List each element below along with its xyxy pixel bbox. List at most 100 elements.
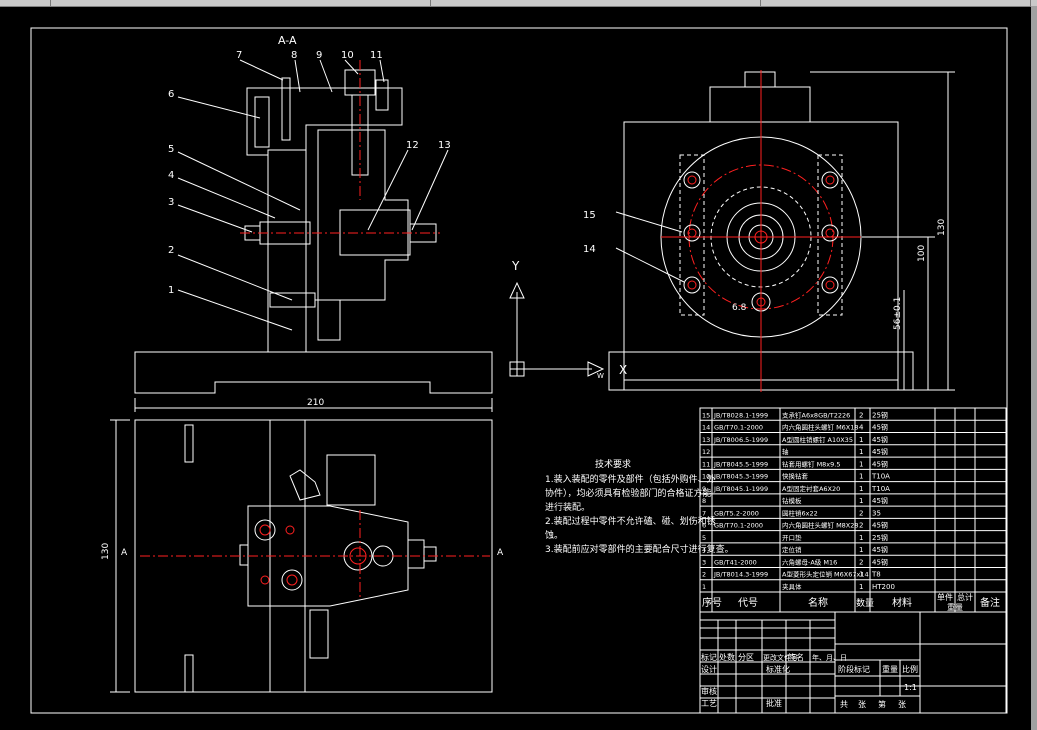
toolbar-segment[interactable] <box>50 0 431 6</box>
bom-row-material: 25钢 <box>872 410 888 419</box>
dim-front-inner: 56±0.1 <box>893 297 903 330</box>
tb-zone: 分区 <box>738 653 754 662</box>
bom-row-name: 定位销 <box>782 545 802 554</box>
bom-header-code: 代号 <box>738 597 758 609</box>
bom-row-material: 45钢 <box>872 435 888 444</box>
bom-row-material: 35 <box>872 509 881 517</box>
callout-15: 15 <box>583 210 596 221</box>
bom-row-qty: 2 <box>859 411 863 419</box>
bom-row-name: 夹具体 <box>782 582 802 591</box>
callout-9: 9 <box>316 50 322 61</box>
title-block: 标记 处数 分区 更改文件号 签名 年、月、日 设计 标准化 阶段标记 重量 比… <box>700 612 1006 713</box>
front-view: 15 14 6.8 130 100 56±0.1 <box>583 70 955 392</box>
bom-row-no: 1 <box>702 583 706 591</box>
callout-13: 13 <box>438 140 451 151</box>
bom-row-material: 45钢 <box>872 545 888 554</box>
drill-plate-plan <box>247 505 409 607</box>
bom-row-material: 45钢 <box>872 557 888 566</box>
tb-stage: 阶段标记 <box>838 664 870 674</box>
technical-notes: 技术要求 1.装入装配的零件及部件（包括外购件、外 协件），均必须具有检验部门的… <box>545 458 734 555</box>
plan-view: A A 130 <box>101 419 504 693</box>
column <box>267 149 307 353</box>
tb-sheet: 张 <box>858 700 866 709</box>
bom-header-mat: 材料 <box>892 596 912 609</box>
bom-row-name: 内六角圆柱头螺钉 M8X28 <box>782 521 859 530</box>
bom-row-code: JB/T8028.1-1999 <box>713 411 768 419</box>
bom-row-code: GB/T41-2000 <box>714 558 757 566</box>
notes-line: 协件），均必须具有检验部门的合格证方能 <box>545 487 712 499</box>
bom-row-no: 8 <box>702 497 706 505</box>
bom-row-material: T10A <box>871 473 890 481</box>
bom-row-material: 45钢 <box>872 459 888 468</box>
bom-row-material: T10A <box>871 485 890 493</box>
tb-sign: 签名 <box>788 652 804 662</box>
bom-row-no: 7 <box>702 509 706 517</box>
dim-plan-height: 130 <box>101 543 111 560</box>
drill-plate <box>246 87 403 156</box>
bom-row-code: JB/T8006.5-1999 <box>713 436 768 444</box>
section-label: A-A <box>278 34 297 47</box>
tb-scale: 比例 <box>902 664 918 674</box>
screw-11 <box>375 79 389 111</box>
bom-row-name: A型菱形头定位销 M6X67x14 <box>782 570 869 579</box>
bom-row-code: JB/T8045.5-1999 <box>713 460 768 468</box>
callout-1: 1 <box>168 285 174 296</box>
tb-scale-value: 1:1 <box>904 683 917 692</box>
bom-row-qty: 1 <box>859 534 863 542</box>
ucs-icon: Y X W <box>509 259 627 380</box>
bom-row-name: 钻套用螺钉 M8x9.5 <box>782 459 841 468</box>
bom-row-qty: 1 <box>859 460 863 468</box>
bom-row-name: A型固定衬套A6X20 <box>782 484 840 493</box>
callout-4: 4 <box>168 170 174 181</box>
callout-12: 12 <box>406 140 419 151</box>
plan-outline <box>134 419 493 693</box>
callout-10: 10 <box>341 50 354 61</box>
bom-row-name: 轴 <box>782 447 789 456</box>
bom-row-qty: 1 <box>859 436 863 444</box>
bom-row-qty: 1 <box>859 485 863 493</box>
bom-row-no: 9 <box>702 485 706 493</box>
bom-header-qty: 数量 <box>856 597 874 609</box>
drawing-frame <box>30 27 1008 714</box>
notes-line: 进行装配。 <box>545 501 590 513</box>
toolbar-segment[interactable] <box>430 0 761 6</box>
tb-sheet-unit: 张 <box>898 700 906 709</box>
bom-row-code: JB/T8045.1-1999 <box>713 485 768 493</box>
bom-row-qty: 2 <box>859 522 863 530</box>
tb-process: 工艺 <box>701 699 717 708</box>
section-view-aa: A-A 1 2 <box>134 34 493 412</box>
tb-approve: 批准 <box>766 698 782 708</box>
bom-row-code: GB/T70.1-2000 <box>714 522 763 530</box>
bom-row-name: 开口垫 <box>782 533 802 542</box>
bom-row-no: 11 <box>702 460 710 468</box>
bom-row-name: 六角螺母-A级 M16 <box>782 557 837 566</box>
dim-hole: 6.8 <box>732 303 747 313</box>
bom-row-name: 快换钻套 <box>782 472 809 481</box>
bom-row-no: 15 <box>702 411 710 419</box>
tb-weight: 重量 <box>882 664 898 674</box>
notes-title: 技术要求 <box>595 458 631 470</box>
bom-row-qty: 1 <box>859 497 863 505</box>
callout-2: 2 <box>168 245 174 256</box>
toolbar-segment[interactable] <box>0 0 51 6</box>
vertical-scrollbar[interactable] <box>1031 6 1037 730</box>
bom-header-remark: 备注 <box>980 596 1000 609</box>
bom-row-material: 45钢 <box>872 496 888 505</box>
bom-row-material: 45钢 <box>872 521 888 530</box>
bom-row-material: HT200 <box>872 583 895 591</box>
toolbar-segment[interactable] <box>760 0 1031 6</box>
bom-row-material: 25钢 <box>872 533 888 542</box>
bom-header-total: 总计 <box>957 592 973 602</box>
notes-line: 蚀。 <box>545 529 563 541</box>
bom-row-name: 钻模板 <box>782 496 802 505</box>
bom-row-no: 12 <box>702 448 710 456</box>
bom-header-name: 名称 <box>808 596 828 609</box>
bom-row-qty: 4 <box>859 424 864 432</box>
base-plate <box>134 351 493 394</box>
bom-row-code: JB/T8014.3-1999 <box>713 571 768 579</box>
ucs-w-label: W <box>597 372 604 380</box>
bom-header-no: 序号 <box>702 596 722 609</box>
bom-row-qty: 1 <box>859 448 863 456</box>
